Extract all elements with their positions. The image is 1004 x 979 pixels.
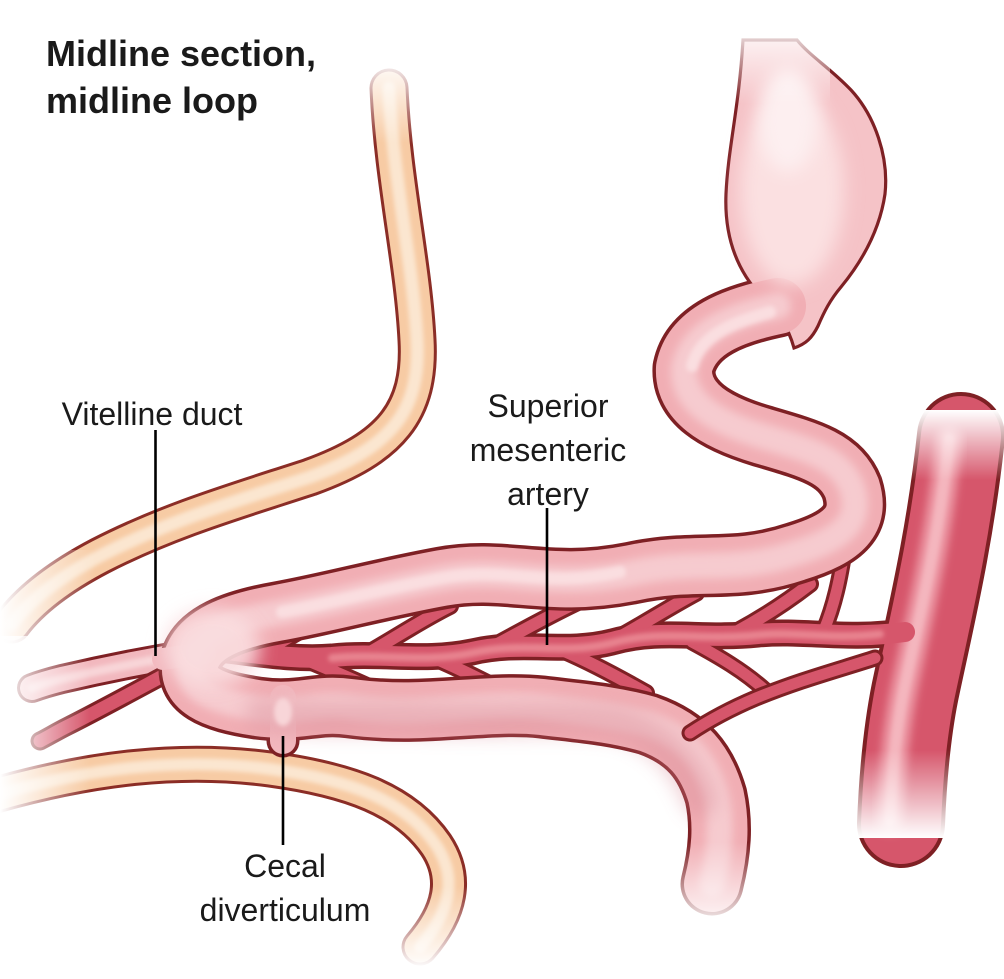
colic-branch-fill: [684, 652, 881, 739]
highlight: [686, 306, 776, 372]
sma-branch: [686, 636, 772, 697]
body-wall-tube-upper-outline: [0, 68, 437, 644]
sma-branch: [730, 578, 816, 638]
loop-apex-highlight: [164, 608, 260, 688]
sma-branch: [556, 644, 652, 699]
fade-overlay: [0, 636, 90, 826]
fade-overlay: [695, 20, 830, 104]
label-vitelline-duct: Vitelline duct: [61, 396, 243, 432]
highlight: [5, 81, 424, 631]
fade-overlay: [0, 550, 96, 650]
sma-branch: [366, 600, 456, 657]
body-wall-tube-upper: [0, 68, 437, 644]
figure-title: Midline section, midline loop: [46, 33, 317, 121]
fade-overlay: [840, 750, 972, 838]
body-wall-tube-upper-fill: [0, 71, 434, 641]
shading: [245, 697, 717, 817]
fade-overlays: [0, 20, 1004, 968]
body-wall-tube-lower: [0, 745, 467, 966]
highlight: [276, 566, 626, 618]
colic-branch-vessel: [681, 649, 884, 742]
label-superior-mesenteric-artery: Superior mesenteric artery: [469, 388, 627, 512]
highlight: [0, 758, 455, 953]
gut-tube: [152, 38, 888, 916]
fade-overlay: [348, 58, 443, 143]
fade-overlay: [370, 886, 478, 968]
highlight: [328, 629, 884, 662]
fade-overlay: [652, 842, 782, 930]
highlight: [274, 698, 292, 726]
fade-overlay: [880, 410, 1004, 480]
label-cecal-diverticulum: Cecal diverticulum: [199, 848, 371, 928]
